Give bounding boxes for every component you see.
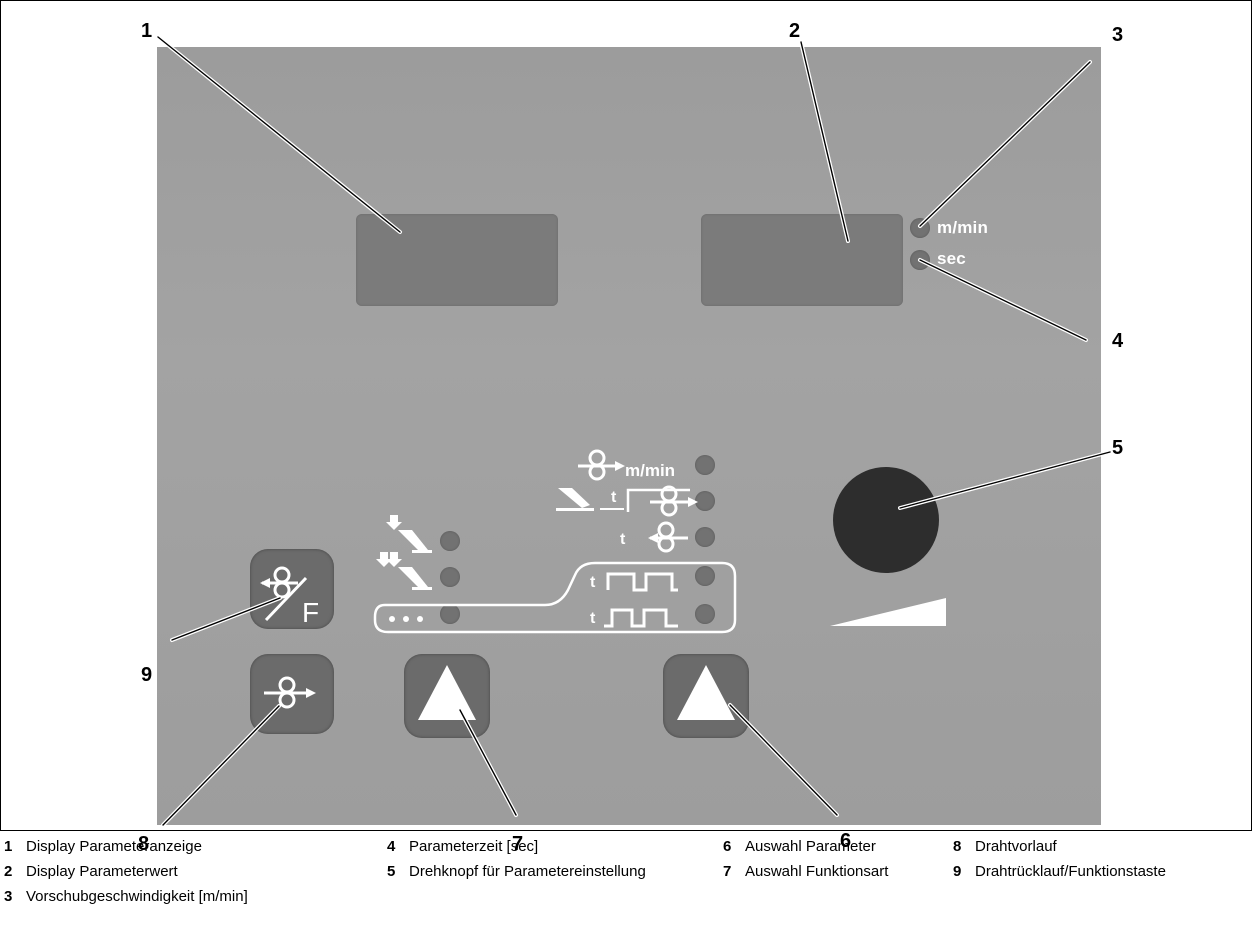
display-parameter-name [356, 214, 558, 306]
callout-5: 5 [1112, 437, 1124, 459]
function-group-outline [373, 561, 737, 634]
svg-text:t: t [611, 489, 617, 506]
callout-7: 7 [512, 833, 524, 855]
led-2-stroke [440, 531, 460, 551]
dots-icon [389, 616, 423, 622]
wire-reel-icon [262, 449, 688, 709]
svg-text:t: t [590, 574, 596, 591]
callout-8: 8 [138, 833, 150, 855]
callout-6: 6 [840, 830, 852, 852]
arrow-up-icon [677, 665, 735, 720]
speed-unit-label: m/min [625, 461, 675, 480]
callout-3: 3 [1112, 24, 1124, 46]
display-parameter-value [701, 214, 903, 306]
torch-icon [376, 515, 432, 590]
led-wire-speed [695, 455, 715, 475]
led-sec-label: sec [937, 249, 966, 268]
wire-retract-function-button[interactable] [250, 549, 334, 629]
parameter-knob[interactable] [833, 467, 939, 573]
callout-9: 9 [141, 664, 153, 686]
creep-torch-icon: t [556, 488, 624, 511]
svg-text:t: t [590, 610, 596, 627]
led-mmin-label: m/min [937, 218, 989, 237]
callout-1: 1 [141, 20, 153, 42]
led-4-stroke [440, 567, 460, 587]
pulse-icon [604, 572, 678, 628]
callout-2: 2 [789, 20, 801, 42]
callout-4: 4 [1112, 330, 1124, 352]
ramp-icon [830, 598, 946, 626]
burnback-t-label: t [620, 531, 626, 548]
led-burnback-time [695, 527, 715, 547]
arrow-up-icon [418, 665, 476, 720]
function-letter: F [302, 597, 319, 628]
led-special [440, 604, 460, 624]
led-spot-time [695, 566, 715, 586]
led-creep-time [695, 491, 715, 511]
led-interval-time [695, 604, 715, 624]
